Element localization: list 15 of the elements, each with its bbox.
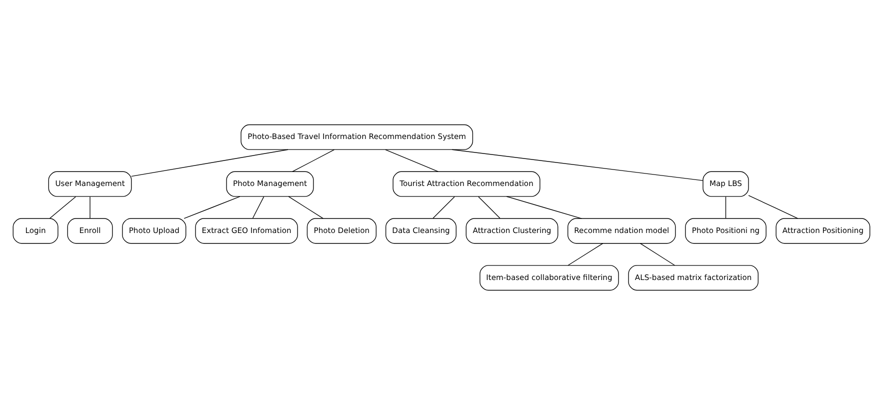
connector: [725, 196, 726, 219]
connector: [131, 149, 288, 177]
connector: [184, 196, 240, 219]
connector: [288, 196, 324, 219]
connector: [640, 243, 676, 266]
connector: [292, 149, 335, 172]
connector: [49, 196, 76, 219]
connector: [478, 196, 500, 219]
connector: [568, 243, 604, 266]
connector: [432, 196, 455, 219]
connector: [748, 195, 798, 219]
connector: [452, 149, 704, 181]
connector: [252, 196, 264, 219]
connector: [506, 196, 582, 219]
connector: [385, 149, 438, 172]
